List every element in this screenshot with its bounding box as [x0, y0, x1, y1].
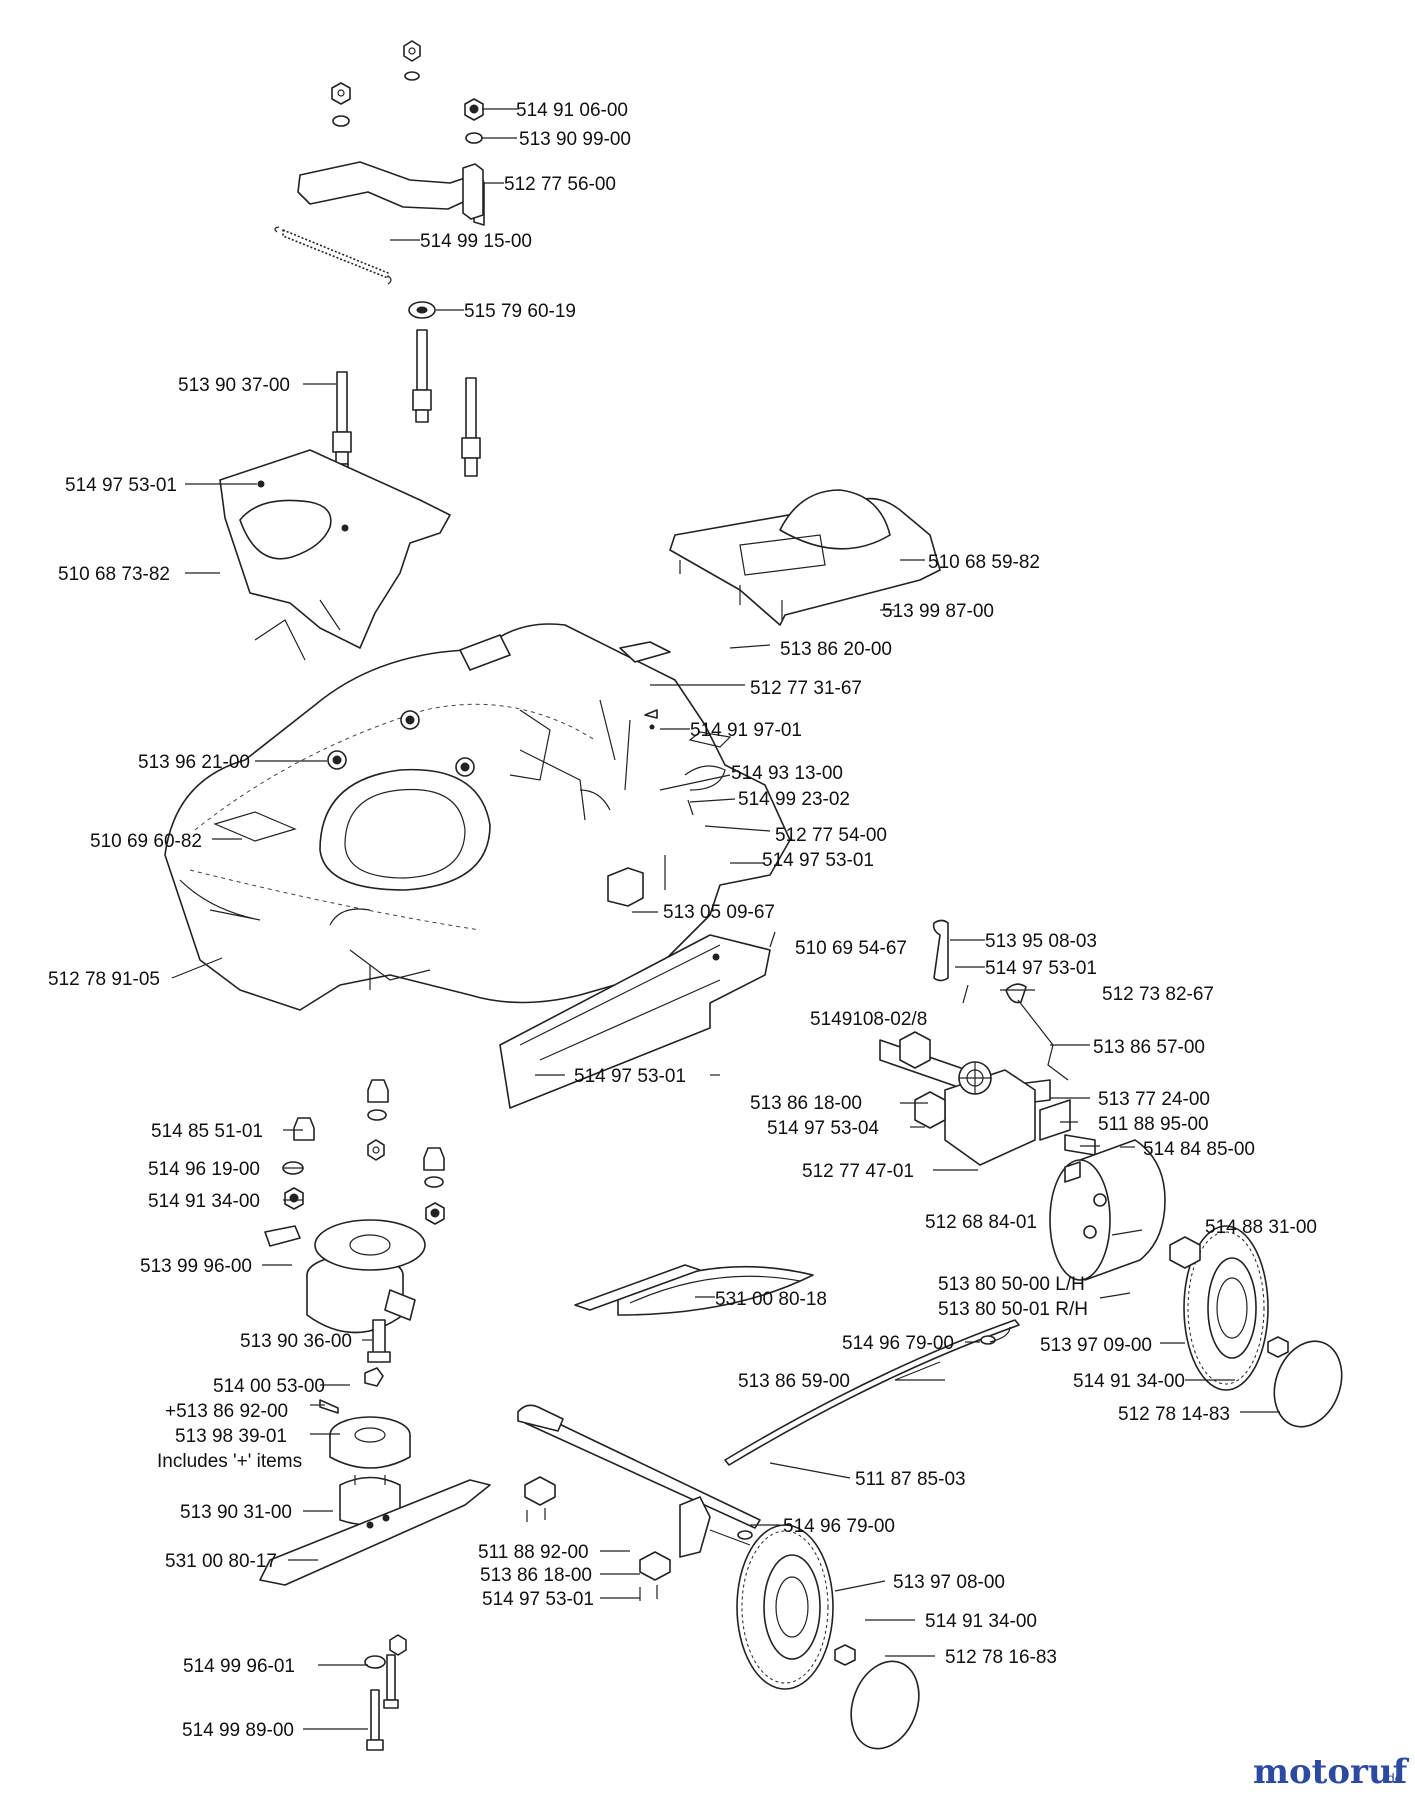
part-number-label: 513 86 18-00 — [750, 1093, 862, 1114]
part-number-label: 512 73 82-67 — [1102, 984, 1214, 1005]
part-number-label: 514 96 19-00 — [148, 1159, 260, 1180]
part-number-label: 514 88 31-00 — [1205, 1217, 1317, 1238]
leader-lines — [171, 108, 1280, 1730]
part-number-label: 513 80 50-01 R/H — [938, 1299, 1088, 1320]
part-number-label: 512 77 54-00 — [775, 825, 887, 846]
part-number-label: 513 86 18-00 — [480, 1565, 592, 1586]
part-number-label: 513 97 09-00 — [1040, 1335, 1152, 1356]
part-number-label: 514 00 53-00 — [213, 1376, 325, 1397]
logo-text: motoruf — [1253, 1752, 1410, 1792]
part-number-label: 514 99 15-00 — [420, 231, 532, 252]
part-number-label: 512 78 91-05 — [48, 969, 160, 990]
part-number-label: 513 90 99-00 — [519, 129, 631, 150]
part-number-label: 531 00 80-17 — [165, 1551, 277, 1572]
part-number-label: 513 77 24-00 — [1098, 1089, 1210, 1110]
part-number-label: 512 77 31-67 — [750, 678, 862, 699]
part-number-label: 513 98 39-01 — [175, 1426, 287, 1447]
part-number-label: 5149108-02/8 — [810, 1009, 927, 1030]
part-number-label: 513 86 59-00 — [738, 1371, 850, 1392]
part-number-label: 513 99 96-00 — [140, 1256, 252, 1277]
part-number-label: 511 88 95-00 — [1098, 1114, 1209, 1135]
logo-suffix: .de — [1383, 1770, 1403, 1786]
part-number-label: 510 69 60-82 — [90, 831, 202, 852]
part-number-label: 514 91 97-01 — [690, 720, 802, 741]
blade-clutch-assembly — [259, 1079, 814, 1751]
right-rear-wheel — [1169, 1225, 1343, 1428]
part-number-label: 513 90 31-00 — [180, 1502, 292, 1523]
part-number-label: 513 97 08-00 — [893, 1572, 1005, 1593]
left-cover — [219, 449, 451, 661]
part-number-label: 514 91 34-00 — [1073, 1371, 1185, 1392]
part-number-label: 513 99 87-00 — [882, 601, 994, 622]
shafts — [332, 301, 481, 477]
part-number-label: 514 96 79-00 — [783, 1516, 895, 1537]
part-number-label: 514 97 53-01 — [985, 958, 1097, 979]
part-number-label: 514 99 89-00 — [182, 1720, 294, 1741]
part-number-label: 514 97 53-01 — [574, 1066, 686, 1087]
spring — [274, 226, 392, 285]
control-bracket — [297, 161, 485, 226]
part-number-label: 512 68 84-01 — [925, 1212, 1037, 1233]
part-number-label: 510 68 59-82 — [928, 552, 1040, 573]
part-number-label: 510 69 54-67 — [795, 938, 907, 959]
part-number-label: 514 97 53-01 — [762, 850, 874, 871]
part-number-label: Includes '+' items — [157, 1451, 302, 1472]
part-number-label: 514 97 53-01 — [482, 1589, 594, 1610]
belt-cable — [574, 1264, 1020, 1466]
part-labels: 514 91 06-00 513 90 99-00 512 77 56-00 5… — [48, 100, 1317, 1741]
front-axle-assembly — [517, 1404, 920, 1750]
part-number-label: +513 86 92-00 — [165, 1401, 288, 1422]
part-number-label: 514 84 85-00 — [1143, 1139, 1255, 1160]
rear-guard — [499, 934, 771, 1109]
right-cover — [669, 489, 941, 626]
motoruf-logo: motoruf .de — [1253, 1752, 1410, 1792]
part-number-label: 514 97 53-04 — [767, 1118, 879, 1139]
part-number-label: 512 77 47-01 — [802, 1161, 914, 1182]
deck-small-parts — [607, 641, 732, 907]
part-number-label: 513 95 08-03 — [985, 931, 1097, 952]
part-number-label: 513 96 21-00 — [138, 752, 250, 773]
part-number-label: 511 87 85-03 — [855, 1469, 966, 1490]
part-number-label: 514 99 96-01 — [183, 1656, 295, 1677]
part-number-label: 512 78 14-83 — [1118, 1404, 1230, 1425]
part-number-label: 514 91 34-00 — [148, 1191, 260, 1212]
part-number-label: 512 77 56-00 — [504, 174, 616, 195]
part-number-label: 531 00 80-18 — [715, 1289, 827, 1310]
part-number-label: 514 96 79-00 — [842, 1333, 954, 1354]
part-number-label: 513 86 20-00 — [780, 639, 892, 660]
part-number-label: 513 86 57-00 — [1093, 1037, 1205, 1058]
mower-deck — [164, 623, 791, 1011]
part-number-label: 514 99 23-02 — [738, 789, 850, 810]
rear-wheel-hubcap — [1049, 1139, 1166, 1281]
part-number-label: 514 91 06-00 — [516, 100, 628, 121]
part-number-label: 510 68 73-82 — [58, 564, 170, 585]
part-number-label: 513 90 37-00 — [178, 375, 290, 396]
top-nut-assembly — [331, 40, 484, 144]
transmission-assembly — [879, 919, 1096, 1166]
part-number-label: 514 91 34-00 — [925, 1611, 1037, 1632]
part-number-label: 514 97 53-01 — [65, 475, 177, 496]
part-number-label: 513 90 36-00 — [240, 1331, 352, 1352]
part-number-label: 511 88 92-00 — [478, 1542, 589, 1563]
part-number-label: 513 80 50-00 L/H — [938, 1274, 1085, 1295]
part-number-label: 514 93 13-00 — [731, 763, 843, 784]
part-number-label: 515 79 60-19 — [464, 301, 576, 322]
part-number-label: 514 85 51-01 — [151, 1121, 263, 1142]
part-number-label: 513 05 09-67 — [663, 902, 775, 923]
part-number-label: 512 78 16-83 — [945, 1647, 1057, 1668]
